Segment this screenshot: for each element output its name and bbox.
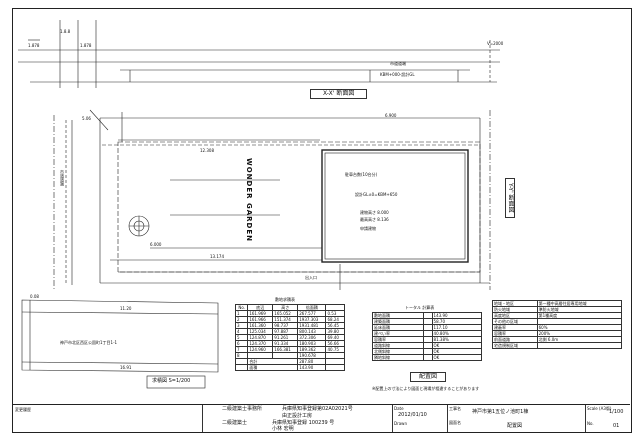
plan-dim-left-2: 5.06 xyxy=(82,116,91,121)
area-dim-3: 16.91 xyxy=(120,365,132,370)
sheet-no-label: No. xyxy=(587,421,594,426)
sheet-name: 配置図 xyxy=(507,423,523,429)
title-block: 変更履歴 二級建築士事務所 兵庫県知事登録第02A02021号 由正設計工房 二… xyxy=(12,404,630,432)
area-dim-2: 11.20 xyxy=(120,306,132,311)
scale-value: 1/100 xyxy=(609,409,624,415)
sheet-label: 図面名 xyxy=(449,420,461,425)
plan-dim-bottom: 13.174 xyxy=(210,254,224,259)
plan-title: 配置図 xyxy=(410,372,447,382)
plan-note: ※配置上の寸法により図面と現場が相違することがあります xyxy=(372,386,480,391)
plan-dim-left: 12.308 xyxy=(200,148,214,153)
office-cell: 二級建築士事務所 兵庫県知事登録第02A02021号 由正設計工房 二級建築士 … xyxy=(202,405,393,432)
section-xx-road-label-2: KBM+000-設計GL xyxy=(380,72,415,77)
zoning-table-title: トータル 計算表 xyxy=(405,305,435,310)
plan-note-2: 設計GL±0=KBM+650 xyxy=(355,192,398,197)
plan-dim-mid: 6.000 xyxy=(150,242,162,247)
plan-note-3: 建物高さ 8.000 xyxy=(360,210,389,215)
office-registration: 兵庫県知事登録第02A02021号 xyxy=(282,406,353,412)
dim-label-right: V=2000 xyxy=(487,41,504,46)
project-cell: 工事名 神戸市第1五位ノ池町1棟 図面名 配置図 xyxy=(447,405,586,432)
dim-label-3: 1.8.8 xyxy=(60,29,71,34)
building-name: WONDER GARDEN xyxy=(245,158,253,242)
dim-label-1: 1.878 xyxy=(28,43,40,48)
scale-label: Scale (A3版) xyxy=(587,406,612,411)
dim-label-2: 1.878 xyxy=(80,43,92,48)
scale-cell: Scale (A3版) 1/100 No. 01 xyxy=(585,405,630,432)
office-name: 由正設計工房 xyxy=(282,413,313,419)
section-xx-road-label: 市道道端 xyxy=(390,61,406,66)
drawn-label: Drawn xyxy=(394,421,407,426)
plan-note-1: 駐車台数(10台分) xyxy=(345,172,378,177)
area-plan-title: 求積図 S=1/200 xyxy=(152,378,191,384)
date-value: 2012/01/10 xyxy=(398,412,427,418)
area-dim-1: 0.08 xyxy=(30,294,39,299)
revision-label: 変更履歴 xyxy=(15,407,31,412)
sheet-no: 01 xyxy=(613,423,620,429)
table-row: 宅造規制区域 xyxy=(492,342,623,349)
plan-entry-label: 出入口 xyxy=(305,275,317,280)
section-xx-title: X-X' 断面図 xyxy=(310,89,368,99)
plan-dim-top: 6.900 xyxy=(385,113,397,118)
architect-registration: 兵庫県知事登録 100239 号 xyxy=(272,420,335,426)
project-name: 神戸市第1五位ノ池町1棟 xyxy=(472,409,529,415)
architect-title: 二級建築士 xyxy=(222,420,248,426)
section-yy-title: Y-Y' 断面図 xyxy=(505,178,515,218)
date-cell: Date 2012/01/10 Drawn xyxy=(392,405,448,432)
office-title: 二級建築士事務所 xyxy=(222,406,263,412)
area-table-title: 敷地求積表 xyxy=(275,297,295,302)
project-label: 工事名 xyxy=(449,406,461,411)
revision-cell: 変更履歴 xyxy=(12,405,203,432)
plan-road-west-label: 市道道端 xyxy=(60,170,65,186)
plan-note-5: 申請建物 xyxy=(360,226,376,231)
drawing-sheet xyxy=(12,8,632,433)
area-location-label: 神戸市北区西区公園町1丁目1-1 xyxy=(60,340,118,345)
architect-name: 小林 宏明 xyxy=(272,426,294,432)
date-label: Date xyxy=(394,406,404,411)
regulation-table: 地域・地区第一種中高層住居専用地域 防火地域準防火地域 高度地区第1種高度 その… xyxy=(492,300,623,349)
plan-note-4: 最高高さ 8.136 xyxy=(360,217,389,222)
